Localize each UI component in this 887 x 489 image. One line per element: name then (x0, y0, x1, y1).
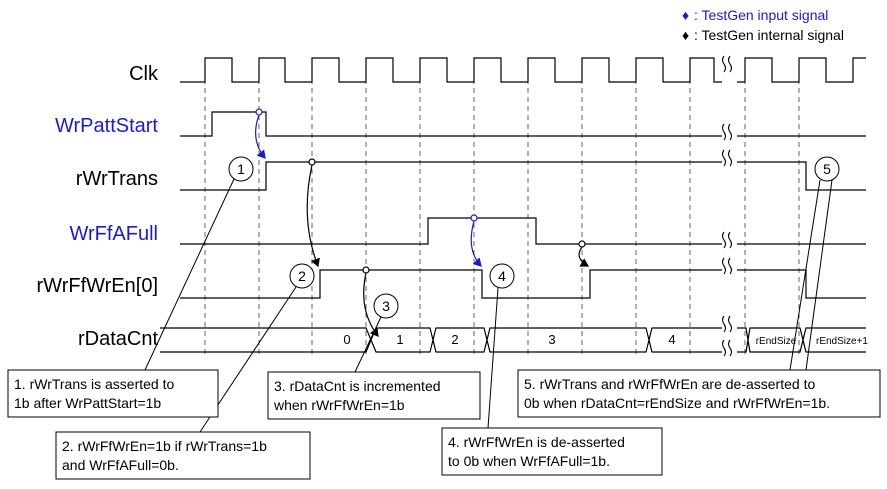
note-3: 3. rDataCnt is incremented when rWrFfWrE… (267, 371, 481, 420)
note-2-line-1: 2. rWrFfWrEn=1b if rWrTrans=1b (62, 438, 267, 454)
marker-circles: 1 2 3 4 5 (228, 156, 840, 319)
rdatacnt-value-4: 4 (668, 332, 675, 347)
waveform-wrffafull (180, 217, 722, 245)
note-2: 2. rWrFfWrEn=1b if rWrTrans=1b and WrFfA… (55, 431, 311, 480)
legend-internal-marker: ♦ (682, 27, 689, 43)
causal-arrows (255, 108, 590, 337)
legend-input-label: : TestGen input signal (694, 7, 828, 23)
waveform-rwrtrans (180, 161, 722, 191)
waveform-rwrffwren (180, 269, 722, 299)
marker-2: 2 (298, 268, 306, 284)
waveform-rwrffwren-tail (737, 269, 866, 299)
note-5-line-2: 0b when rDataCnt=rEndSize and rWrFfWrEn=… (524, 395, 830, 411)
clock-edge-guides (204, 70, 800, 358)
note-2-line-2: and WrFfAFull=0b. (62, 457, 179, 473)
rdatacnt-value-3: 3 (548, 332, 555, 347)
waveform-clk-tail (737, 57, 866, 83)
legend-input-marker: ♦ (682, 7, 689, 23)
rdatacnt-value-rendsize: rEndSize (756, 336, 797, 347)
waveform-rwrtrans-tail (737, 161, 866, 191)
note-1-line-2: 1b after WrPattStart=1b (14, 395, 161, 411)
note-4: 4. rWrFfWrEn is de-asserted to 0b when W… (441, 427, 663, 476)
signal-name-rwrffwren: rWrFfWrEn[0] (37, 275, 158, 297)
waveform-clk (180, 57, 722, 83)
marker-1: 1 (237, 161, 245, 177)
marker-4: 4 (498, 268, 506, 284)
note-1-line-1: 1. rWrTrans is asserted to (14, 376, 174, 392)
marker-5: 5 (823, 161, 831, 177)
signal-name-wrffafull: WrFfAFull (69, 223, 158, 245)
note-3-line-2: when rWrFfWrEn=1b (273, 397, 405, 413)
note-3-line-1: 3. rDataCnt is incremented (274, 378, 441, 394)
note-5-line-1: 5. rWrTrans and rWrFfWrEn are de-asserte… (524, 376, 815, 392)
rdatacnt-values: 0 1 2 3 4 rEndSize rEndSize+1 (343, 332, 868, 347)
signal-name-rdatacnt: rDataCnt (78, 328, 158, 350)
rdatacnt-value-rendsize-plus1: rEndSize+1 (816, 336, 868, 347)
signal-names: Clk WrPattStart rWrTrans WrFfAFull rWrFf… (37, 63, 159, 350)
rdatacnt-value-0: 0 (343, 332, 350, 347)
waveform-wrpattstart (180, 111, 722, 137)
note-5: 5. rWrTrans and rWrFfWrEn are de-asserte… (517, 369, 881, 418)
time-break-marks (721, 55, 733, 357)
signal-name-wrpattstart: WrPattStart (55, 115, 158, 137)
legend: ♦ : TestGen input signal ♦ : TestGen int… (682, 7, 844, 43)
note-1: 1. rWrTrans is asserted to 1b after WrPa… (7, 369, 219, 418)
rdatacnt-value-1: 1 (396, 332, 403, 347)
marker-3: 3 (382, 298, 390, 314)
legend-internal-label: : TestGen internal signal (694, 27, 844, 43)
rdatacnt-value-2: 2 (451, 332, 458, 347)
signal-name-rwrtrans: rWrTrans (76, 168, 158, 190)
note-4-line-1: 4. rWrFfWrEn is de-asserted (448, 434, 625, 450)
signal-name-clk: Clk (129, 63, 159, 85)
note-4-line-2: to 0b when WrFfAFull=1b. (448, 453, 610, 469)
